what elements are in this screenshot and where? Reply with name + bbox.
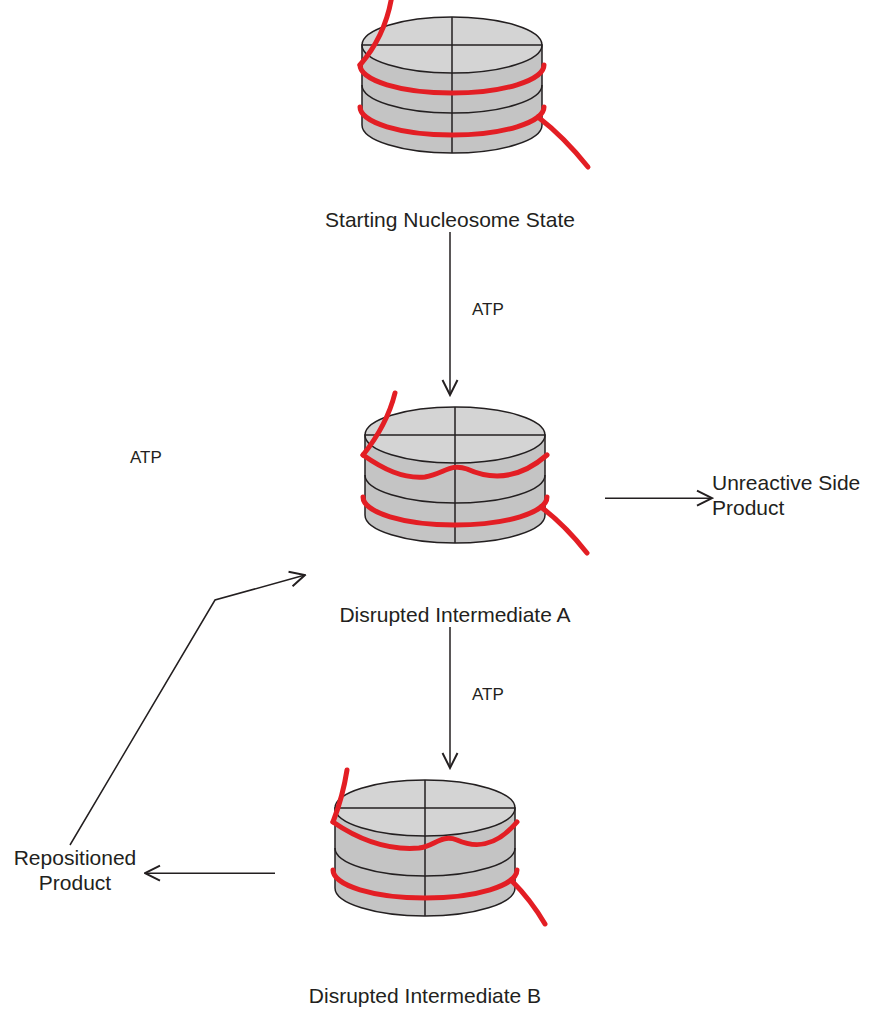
nucleosome-start — [360, 0, 588, 167]
reaction-arrow — [145, 872, 275, 874]
node-label: Disrupted Intermediate A — [339, 602, 570, 627]
nucleosome-intermediate-b — [333, 770, 545, 924]
product-label-node: Unreactive Side Product — [712, 470, 890, 526]
reaction-arrow — [70, 575, 305, 845]
reaction-arrow — [449, 627, 451, 768]
reaction-arrow — [605, 497, 712, 499]
atp-label: ATP — [470, 300, 506, 320]
node-label: Repositioned Product — [5, 845, 145, 895]
node-label: Disrupted Intermediate B — [309, 983, 541, 1008]
atp-label: ATP — [128, 448, 164, 468]
nucleosome-intermediate-a — [363, 393, 587, 553]
product-label-node: Repositioned Product — [5, 845, 145, 901]
nucleosome-node: Disrupted Intermediate B — [275, 768, 575, 1008]
reaction-arrow — [449, 232, 451, 395]
node-label: Unreactive Side Product — [712, 470, 890, 520]
nucleosome-node: Disrupted Intermediate A — [305, 395, 605, 627]
atp-label: ATP — [470, 685, 506, 705]
nucleosome-node: Starting Nucleosome State — [300, 0, 600, 232]
node-label: Starting Nucleosome State — [325, 207, 575, 232]
